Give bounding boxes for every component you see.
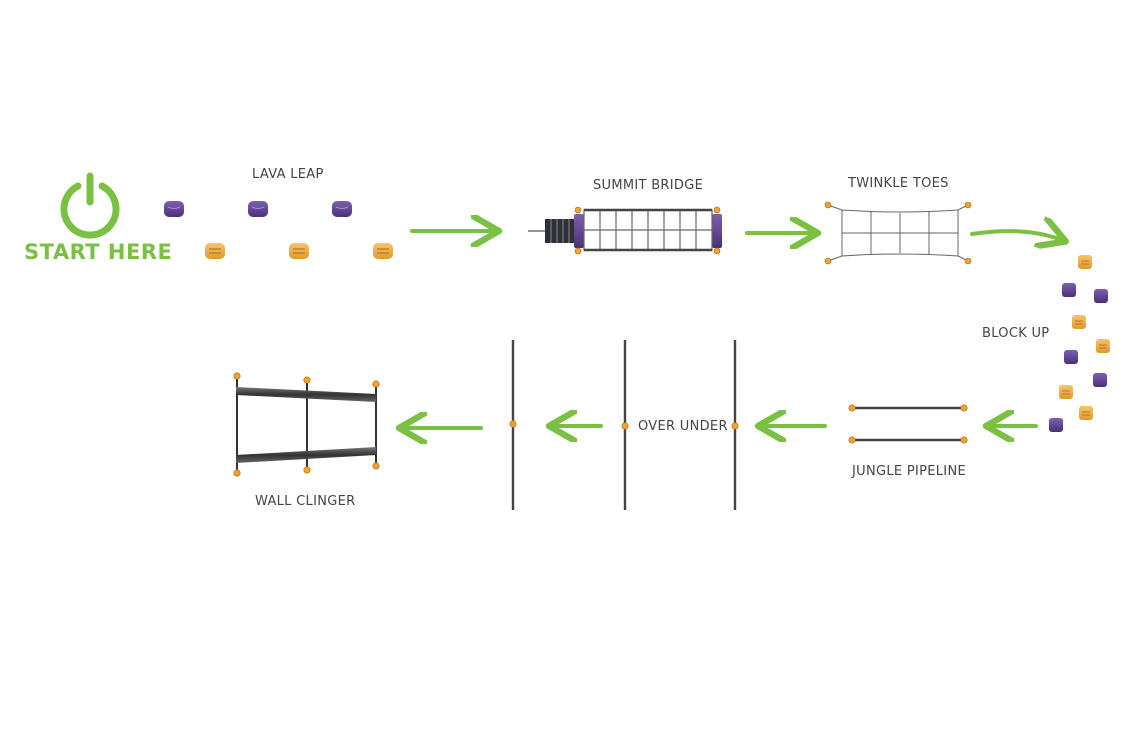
pad-orange — [289, 243, 309, 259]
station-label-block-up: BLOCK UP — [982, 326, 1050, 341]
lava-leap-pads — [164, 201, 393, 259]
pad-purple — [332, 201, 352, 217]
jungle-pipeline — [848, 404, 968, 444]
over-under-poles — [509, 340, 739, 510]
station-label-twinkle-toes: TWINKLE TOES — [848, 176, 949, 191]
station-label-over-under: OVER UNDER — [637, 419, 729, 434]
power-icon[interactable] — [60, 172, 120, 239]
pad-purple — [248, 201, 268, 217]
station-label-lava-leap: LAVA LEAP — [252, 167, 324, 182]
summit-bridge — [528, 206, 722, 255]
start-here-label: START HERE — [24, 240, 173, 264]
pad-orange — [373, 243, 393, 259]
pad-purple — [164, 201, 184, 217]
flow-arrow — [970, 231, 1062, 240]
twinkle-toes-net — [824, 201, 972, 265]
station-label-summit-bridge: SUMMIT BRIDGE — [593, 178, 704, 193]
station-label-jungle-pipeline: JUNGLE PIPELINE — [852, 464, 966, 479]
wall-clinger — [233, 372, 380, 477]
block-up-blocks — [1049, 255, 1110, 432]
pad-orange — [205, 243, 225, 259]
station-label-wall-clinger: WALL CLINGER — [255, 494, 356, 509]
